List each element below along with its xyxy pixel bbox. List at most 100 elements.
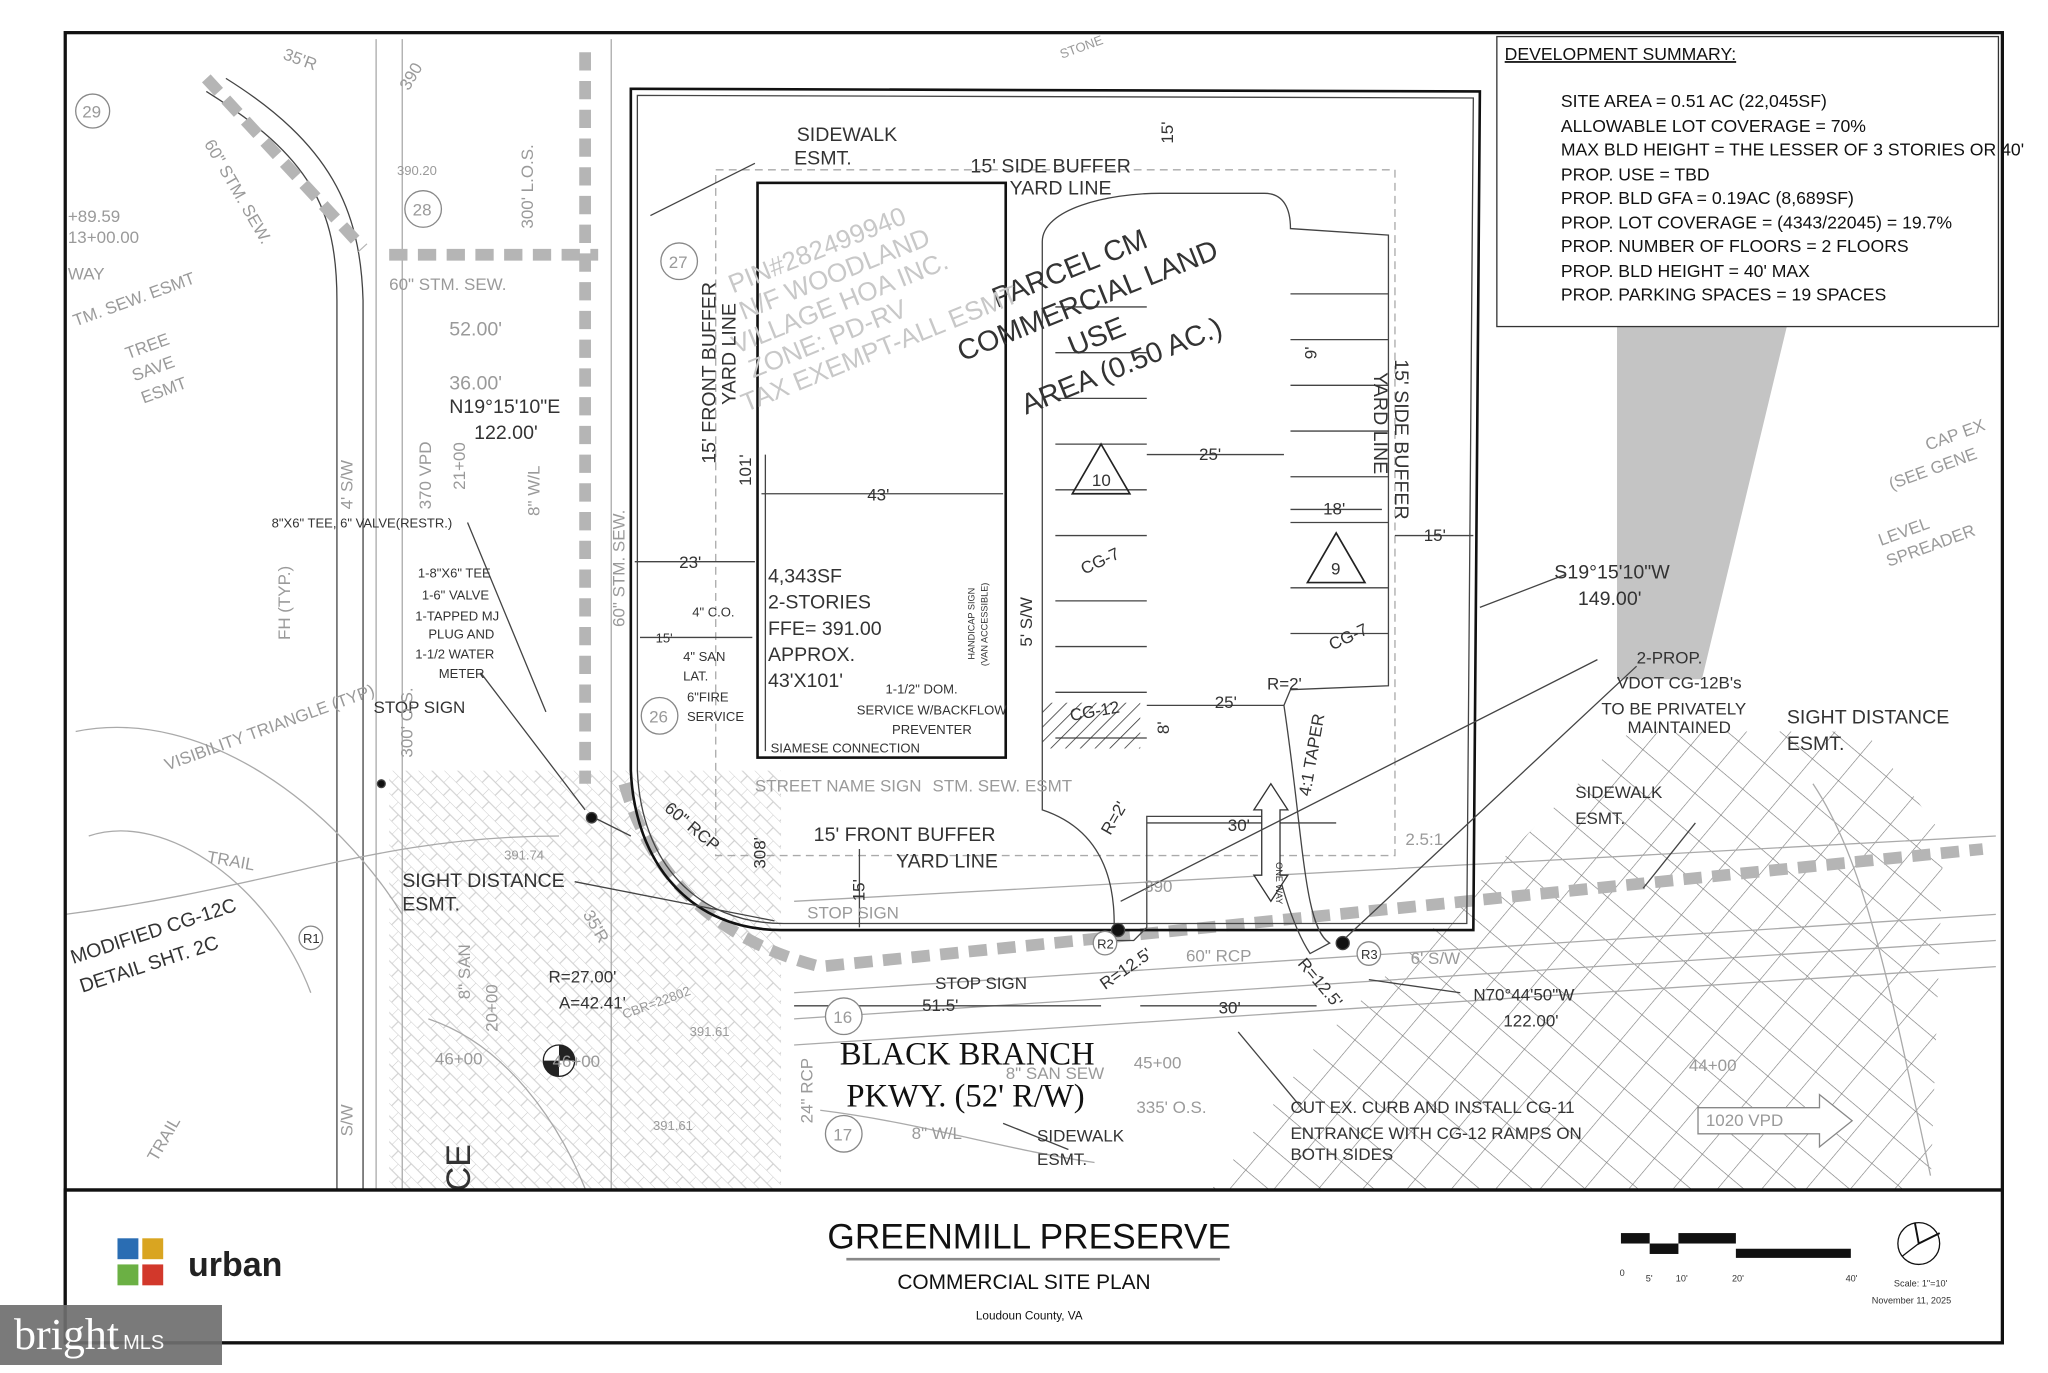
- label: SIDEWALK: [1575, 783, 1663, 802]
- label: BOTH SIDES: [1290, 1145, 1393, 1164]
- label: 46+00: [552, 1052, 600, 1071]
- scale-tick: 10': [1676, 1273, 1688, 1283]
- label: 44+00: [1689, 1056, 1737, 1075]
- label: CE: [440, 1144, 478, 1191]
- label: 335' O.S.: [1136, 1098, 1206, 1117]
- watermark-suffix: MLS: [123, 1332, 165, 1354]
- label: R=2': [1267, 675, 1302, 694]
- label: 15': [1158, 122, 1177, 144]
- label: 308': [750, 837, 769, 869]
- label: A=42.41': [559, 993, 626, 1012]
- label: 43': [867, 485, 889, 504]
- label: 17: [833, 1125, 852, 1144]
- logo-text: urban: [188, 1246, 282, 1284]
- summary-line: PROP. USE = TBD: [1561, 164, 1710, 184]
- label: 6"FIRE: [687, 689, 729, 704]
- label: R3: [1361, 947, 1378, 962]
- label: R2: [1097, 936, 1114, 951]
- label: 2.5:1: [1405, 830, 1443, 849]
- parking-count-10: [1070, 442, 1132, 495]
- label: YARD LINE: [1010, 178, 1112, 200]
- label: 8" W/L: [524, 466, 543, 516]
- label: SERVICE W/BACKFLOW: [857, 703, 1008, 718]
- property-boundary: [629, 87, 1482, 932]
- scale-text: Scale: 1"=10': [1894, 1279, 1948, 1289]
- label: ESMT.: [794, 148, 852, 170]
- scale-tick: 0: [1620, 1268, 1625, 1278]
- sheet-title: COMMERCIAL SITE PLAN: [897, 1271, 1150, 1294]
- label: 2-PROP.: [1637, 649, 1703, 668]
- label: 370 VPD: [416, 442, 435, 510]
- label: 24" RCP: [797, 1058, 816, 1123]
- location: Loudoun County, VA: [976, 1309, 1083, 1322]
- label: CUT EX. CURB AND INSTALL CG-11: [1290, 1098, 1574, 1117]
- parking-count-9: [1305, 531, 1367, 584]
- label: 1-8"X6" TEE: [418, 565, 491, 580]
- summary-line: PROP. BLD GFA = 0.19AC (8,689SF): [1561, 188, 1854, 208]
- label: 9': [1302, 347, 1321, 360]
- development-summary: DEVELOPMENT SUMMARY: SITE AREA = 0.51 AC…: [1496, 35, 2024, 328]
- one-way-arrow: [1252, 782, 1290, 903]
- label: HANDICAP SIGN: [966, 588, 976, 660]
- cg12-ramp-hatch: [1042, 702, 1141, 749]
- label: 1-1/2" DOM.: [886, 682, 958, 697]
- label: 9: [1331, 560, 1340, 579]
- label: 390.20: [397, 163, 437, 178]
- label: N19°15'10"E: [449, 396, 560, 418]
- scale-bar: 0 5' 10' 20' 40': [1620, 1233, 1858, 1283]
- label: 15': [850, 879, 869, 901]
- watermark-brand: bright: [14, 1310, 120, 1359]
- label: 15' SIDE BUFFER: [970, 155, 1130, 177]
- label: ONE WAY: [1274, 862, 1284, 904]
- label: 43'X101': [768, 670, 843, 692]
- label: 8"X6" TEE, 6" VALVE(RESTR.): [272, 516, 453, 531]
- label: 28: [413, 201, 432, 220]
- label: STM. SEW. ESMT: [933, 777, 1073, 796]
- label: FH (TYP.): [275, 566, 294, 640]
- label: 26: [649, 707, 668, 726]
- summary-line: PROP. LOT COVERAGE = (4343/22045) = 19.7…: [1561, 213, 1953, 233]
- label: 30': [1219, 999, 1241, 1018]
- label: APPROX.: [768, 644, 855, 666]
- label: 8" SAN: [455, 944, 474, 999]
- label: SIAMESE CONNECTION: [771, 740, 920, 755]
- road-name: PKWY. (52' R/W): [846, 1078, 1084, 1114]
- label: 23': [679, 553, 701, 572]
- label: 10: [1092, 471, 1111, 490]
- label: N70°44'50"W: [1473, 986, 1574, 1005]
- label: YARD LINE: [718, 303, 740, 405]
- label: 52.00': [449, 319, 502, 341]
- label: 6' S/W: [1411, 949, 1460, 968]
- label: 60" STM. SEW.: [389, 275, 506, 294]
- label: 21+00: [450, 442, 469, 490]
- label: 27: [669, 253, 688, 272]
- summary-heading: DEVELOPMENT SUMMARY:: [1505, 44, 1736, 64]
- urban-logo: urban: [117, 1238, 282, 1286]
- label: 2-STORIES: [768, 592, 871, 614]
- label: 29: [82, 103, 101, 122]
- label: LAT.: [683, 669, 708, 684]
- label: 15' SIDE BUFFER: [1390, 359, 1412, 519]
- label: 391.61: [653, 1118, 693, 1133]
- label: 15' FRONT BUFFER: [814, 824, 996, 846]
- label: 1-6" VALVE: [422, 588, 490, 603]
- label: STREET NAME SIGN: [755, 777, 922, 796]
- label: 122.00': [474, 422, 538, 444]
- background-linework: [65, 39, 1996, 1189]
- summary-line: PROP. NUMBER OF FLOORS = 2 FLOORS: [1561, 236, 1909, 256]
- summary-line: ALLOWABLE LOT COVERAGE = 70%: [1561, 116, 1866, 136]
- label: METER: [439, 666, 485, 681]
- label: 15': [1424, 526, 1446, 545]
- label: STOP SIGN: [935, 974, 1027, 993]
- label: 8': [1154, 721, 1173, 734]
- road-name: BLACK BRANCH: [840, 1037, 1095, 1073]
- label: STOP SIGN: [374, 698, 466, 717]
- label: FFE= 391.00: [768, 618, 882, 640]
- label: S19°15'10"W: [1554, 562, 1670, 584]
- building-footprint: [756, 181, 1008, 759]
- label: ESMT.: [402, 893, 460, 915]
- label: TO BE PRIVATELY: [1601, 700, 1746, 719]
- scale-tick: 5': [1646, 1273, 1653, 1283]
- lot-markers: [75, 93, 1382, 1153]
